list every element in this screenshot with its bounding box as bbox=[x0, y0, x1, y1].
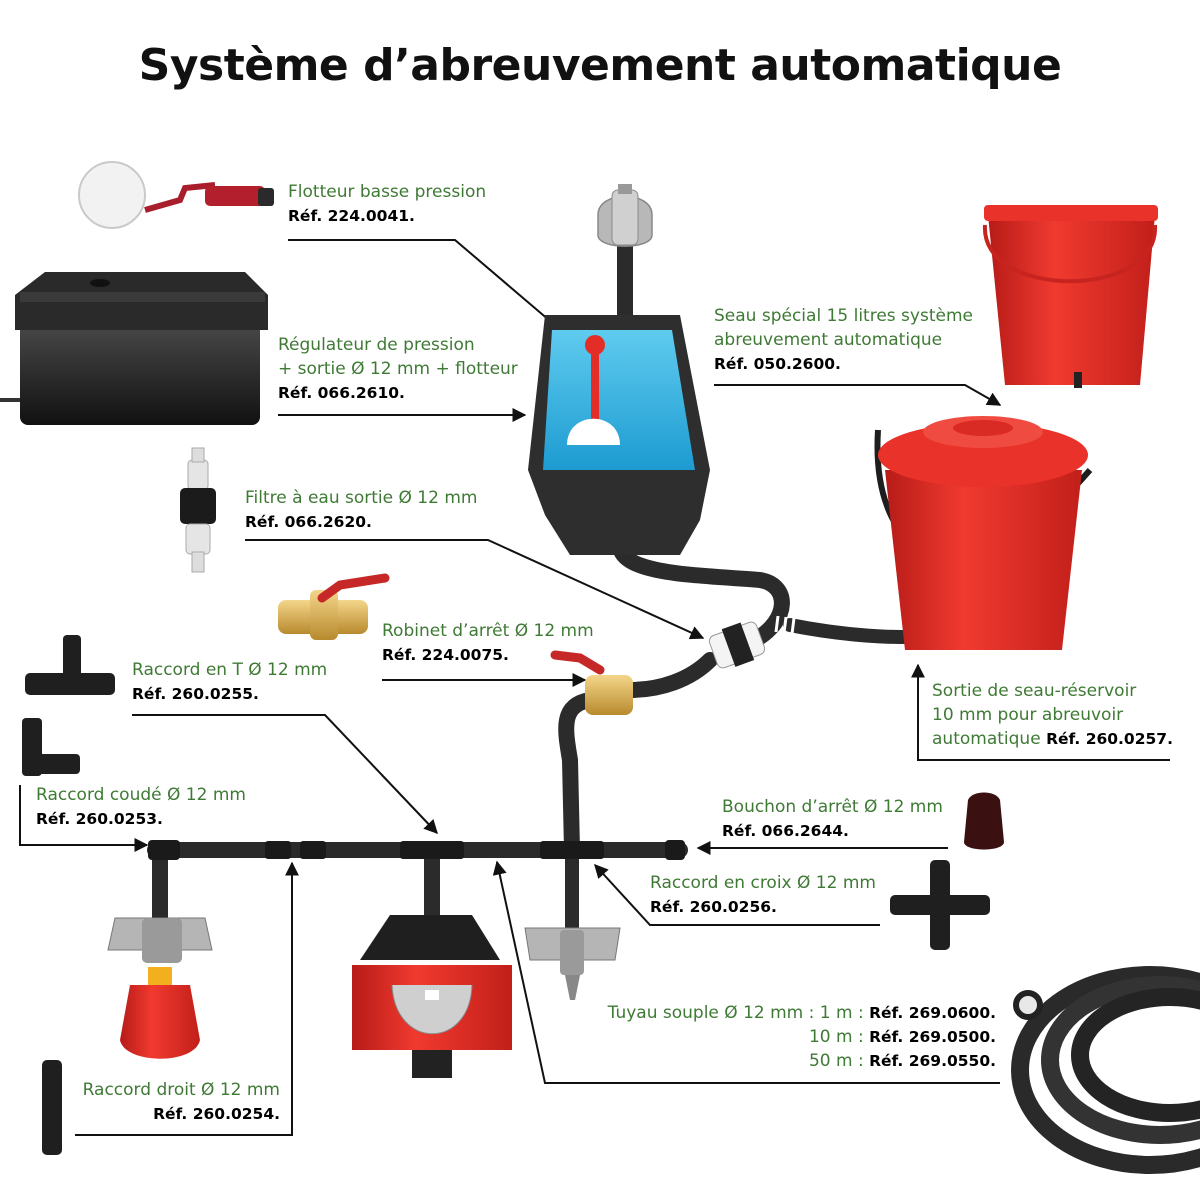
label-regulateur: Régulateur de pression + sortie Ø 12 mm … bbox=[278, 333, 518, 405]
label-tuyau: Tuyau souple Ø 12 mm : 1 m : Réf. 269.06… bbox=[560, 1001, 996, 1073]
cross-fitting-image bbox=[890, 860, 990, 950]
label-regulateur-line1: Régulateur de pression bbox=[278, 335, 475, 355]
leader-tuyau bbox=[492, 860, 1000, 1084]
label-seau-line1: Seau spécial 15 litres système bbox=[714, 306, 973, 326]
regulator-tank-image bbox=[528, 315, 710, 555]
label-seau: Seau spécial 15 litres système abreuveme… bbox=[714, 304, 973, 376]
label-sortie-seau-line1: Sortie de seau-réservoir bbox=[932, 681, 1137, 701]
label-sortie-seau-line2: 10 mm pour abreuvoir bbox=[932, 705, 1124, 725]
label-robinet-name: Robinet d’arrêt Ø 12 mm bbox=[382, 621, 594, 641]
page-title: Système d’abreuvement automatique bbox=[138, 40, 1062, 91]
valve-on-pipe bbox=[550, 650, 633, 715]
bucket-top-image bbox=[982, 205, 1158, 388]
float-valve-image bbox=[78, 161, 274, 229]
label-tuyau-line3-name: 50 m : bbox=[808, 1051, 864, 1071]
label-tuyau-line2-ref: Réf. 269.0500. bbox=[869, 1028, 996, 1046]
bracket-left-image bbox=[107, 917, 213, 963]
stripe-fitting bbox=[774, 615, 796, 635]
label-raccord-croix: Raccord en croix Ø 12 mm Réf. 260.0256. bbox=[650, 871, 876, 919]
regulator-box-image bbox=[0, 272, 268, 425]
pipe-valve-to-cross bbox=[558, 692, 598, 858]
filter-image bbox=[180, 447, 216, 573]
label-raccord-t: Raccord en T Ø 12 mm Réf. 260.0255. bbox=[132, 658, 327, 706]
label-seau-ref: Réf. 050.2600. bbox=[714, 355, 841, 373]
label-regulateur-line2: + sortie Ø 12 mm + flotteur bbox=[278, 359, 518, 379]
label-raccord-coude: Raccord coudé Ø 12 mm Réf. 260.0253. bbox=[36, 783, 246, 831]
label-raccord-droit-ref: Réf. 260.0254. bbox=[153, 1105, 280, 1123]
label-bouchon: Bouchon d’arrêt Ø 12 mm Réf. 066.2644. bbox=[722, 795, 943, 843]
label-bouchon-ref: Réf. 066.2644. bbox=[722, 822, 849, 840]
label-flotteur-ref: Réf. 224.0041. bbox=[288, 207, 415, 225]
leader-raccord-coude bbox=[19, 785, 149, 852]
leader-seau bbox=[714, 384, 1002, 406]
leader-filtre bbox=[245, 539, 705, 640]
label-robinet: Robinet d’arrêt Ø 12 mm Réf. 224.0075. bbox=[382, 619, 594, 667]
label-seau-line2: abreuvement automatique bbox=[714, 330, 943, 350]
label-robinet-ref: Réf. 224.0075. bbox=[382, 646, 509, 664]
pipe-regulator-to-filter bbox=[612, 537, 790, 648]
label-tuyau-line1-name: Tuyau souple Ø 12 mm : 1 m : bbox=[607, 1003, 864, 1023]
leader-sortie-seau bbox=[911, 663, 1170, 761]
label-sortie-seau-line3: automatique bbox=[932, 729, 1041, 749]
nipple-drinker-image bbox=[524, 927, 621, 1000]
label-filtre: Filtre à eau sortie Ø 12 mm Réf. 066.262… bbox=[245, 486, 477, 534]
ball-valve-image bbox=[278, 573, 390, 640]
label-raccord-t-name: Raccord en T Ø 12 mm bbox=[132, 660, 328, 680]
pipe-filter-to-valve bbox=[622, 652, 718, 698]
tee-fitting-image bbox=[25, 635, 115, 695]
label-raccord-coude-ref: Réf. 260.0253. bbox=[36, 810, 163, 828]
label-regulateur-ref: Réf. 066.2610. bbox=[278, 384, 405, 402]
label-sortie-seau: Sortie de seau-réservoir 10 mm pour abre… bbox=[932, 679, 1173, 751]
label-raccord-t-ref: Réf. 260.0255. bbox=[132, 685, 259, 703]
label-tuyau-line1-ref: Réf. 269.0600. bbox=[869, 1004, 996, 1022]
label-raccord-droit-name: Raccord droit Ø 12 mm bbox=[82, 1080, 280, 1100]
hose-coil-image bbox=[1011, 966, 1200, 1174]
label-tuyau-line2-name: 10 m : bbox=[808, 1027, 864, 1047]
bucket-main-image bbox=[874, 416, 1093, 650]
drinker-bowl-middle-image bbox=[352, 915, 512, 1078]
leader-raccord-droit bbox=[75, 861, 299, 1136]
label-tuyau-line3-ref: Réf. 269.0550. bbox=[869, 1052, 996, 1070]
tap-image bbox=[597, 184, 653, 247]
leader-raccord-croix bbox=[594, 863, 880, 926]
drinker-cup-left-image bbox=[120, 967, 200, 1059]
label-bouchon-name: Bouchon d’arrêt Ø 12 mm bbox=[722, 797, 943, 817]
inline-filter-on-pipe bbox=[708, 621, 766, 669]
label-raccord-coude-name: Raccord coudé Ø 12 mm bbox=[36, 785, 246, 805]
label-raccord-croix-ref: Réf. 260.0256. bbox=[650, 898, 777, 916]
leader-raccord-t bbox=[132, 714, 438, 835]
straight-fitting-image bbox=[42, 1060, 62, 1155]
label-filtre-ref: Réf. 066.2620. bbox=[245, 513, 372, 531]
stop-cap-image bbox=[964, 792, 1004, 850]
label-filtre-name: Filtre à eau sortie Ø 12 mm bbox=[245, 488, 478, 508]
label-flotteur-name: Flotteur basse pression bbox=[288, 182, 487, 202]
label-raccord-croix-name: Raccord en croix Ø 12 mm bbox=[650, 873, 876, 893]
pipe-couplers bbox=[148, 840, 685, 860]
label-flotteur: Flotteur basse pression Réf. 224.0041. bbox=[288, 180, 486, 228]
elbow-fitting-image bbox=[22, 718, 80, 776]
label-raccord-droit: Raccord droit Ø 12 mm Réf. 260.0254. bbox=[70, 1078, 280, 1126]
label-sortie-seau-ref: Réf. 260.0257. bbox=[1046, 730, 1173, 748]
